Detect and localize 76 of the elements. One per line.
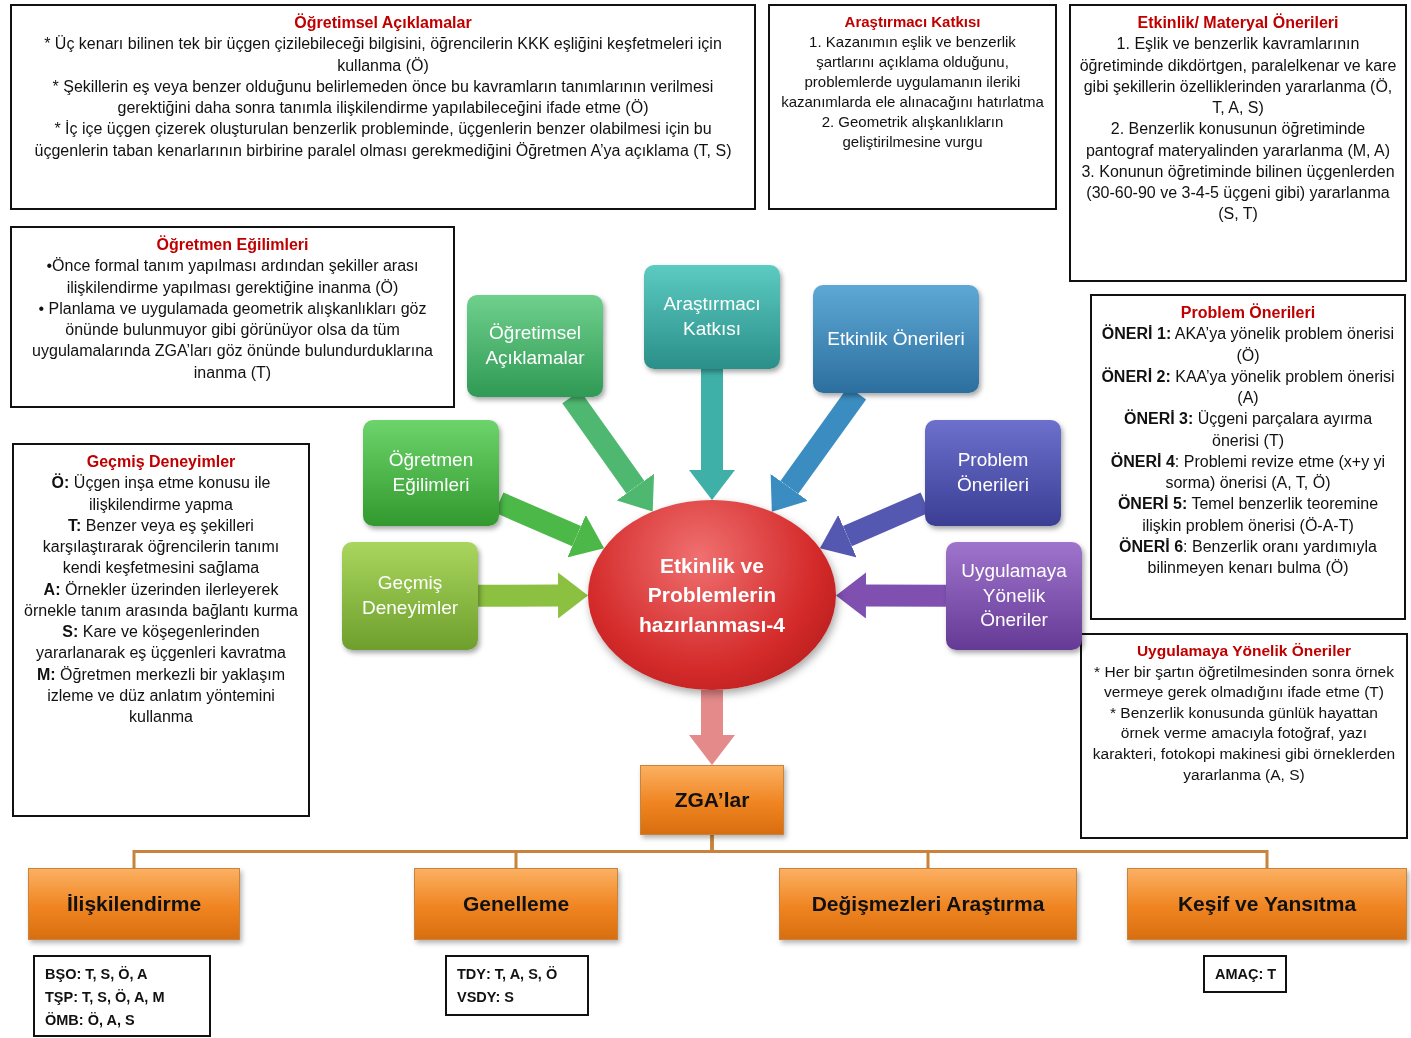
note-text: ÖNERİ 3: Üçgeni parçalara ayırma önerisi (T)	[1122, 408, 1374, 451]
note-text: T: Benzer veya eş şekilleri karşılaştırarak öğrencilerin tanımı kendi keşfetmesini sağlama	[41, 515, 281, 579]
code-box	[1203, 955, 1287, 993]
note-text: ÖNERİ 1: AKA’ya yönelik problem önerisi (Ö)	[1100, 323, 1396, 366]
category-label: Geçmiş Deneyimler	[360, 571, 460, 620]
category-box	[467, 295, 603, 397]
note-text: ÖNERİ 5: Temel benzerlik teoremine ilişkin problem önerisi (Ö-A-T)	[1116, 493, 1380, 536]
note-text: ÖNERİ 4: Problemi revize etme (x+y yi sorma) önerisi (A, T, Ö)	[1109, 451, 1387, 494]
process-label: ZGA’lar	[674, 788, 750, 812]
category-label: Etkinlik Önerileri	[827, 326, 965, 351]
block-arrow	[689, 369, 735, 500]
process-box	[779, 868, 1077, 940]
block-arrow	[836, 572, 946, 619]
note-heading: Etkinlik/ Materyal Önerileri	[1137, 12, 1339, 33]
category-label: Öğretimsel Açıklamalar	[484, 321, 586, 370]
note-text: ÖNERİ 2: KAA’ya yönelik problem önerisi (A)	[1100, 366, 1396, 409]
code-text: TDY: T, A, S, Ö	[457, 965, 558, 984]
process-box	[1127, 868, 1407, 940]
note-box	[12, 443, 310, 817]
category-box	[813, 285, 979, 393]
process-label: İlişkilendirme	[66, 892, 202, 916]
process-box	[640, 765, 784, 835]
category-box	[925, 420, 1061, 526]
category-label: Öğretmen Eğilimleri	[387, 448, 475, 497]
note-heading: Öğretimsel Açıklamalar	[294, 12, 472, 33]
category-label: Problem Önerileri	[956, 448, 1030, 497]
note-text: 2. Geometrik alışkanlıkların geliştirilmesine vurgu	[820, 111, 1005, 152]
code-box	[33, 955, 211, 1037]
central-label: Etkinlik ve Problemlerin hazırlanması-4	[638, 552, 786, 638]
category-label: Uygulamaya Yönelik Öneriler	[960, 558, 1068, 633]
note-text: * Şekillerin eş veya benzer olduğunu belirlemeden önce bu kavramların tanımlarının verilmesi gerektiğini daha sonra tanımla ilişkilendirme yapılabileceğini ifade etme (Ö)	[51, 76, 715, 119]
note-box	[1090, 294, 1406, 620]
note-text: 1. Eşlik ve benzerlik kavramlarının öğretiminde dikdörtgen, paralelkenar ve kare gibi şekillerin özelliklerinden yararlanma (Ö, T, A, S)	[1079, 34, 1397, 119]
note-heading: Öğretmen Eğilimleri	[156, 234, 309, 255]
note-text: 3. Konunun öğretiminde bilinen üçgenlerden (30-60-90 ve 3-4-5 üçgeni gibi) yararlanma (S, T)	[1080, 161, 1396, 225]
note-text: • Planlama ve uygulamada geometrik alışkanlıkları göz önünde bulunmuyor gibi görünüyor olsa da tüm uygulamalarında ZGA’ları göz önünde bulundurduklarına inanma (T)	[31, 298, 434, 383]
note-text: Ö: Üçgen inşa etme konusu ile ilişkilendirme yapma	[50, 472, 272, 515]
category-box	[946, 542, 1082, 650]
code-text: BŞO: T, S, Ö, A	[45, 965, 148, 984]
note-text: 2. Benzerlik konusunun öğretiminde pantograf materyalinden yararlanma (M, A)	[1084, 119, 1392, 161]
process-box	[28, 868, 240, 940]
note-box	[10, 4, 756, 210]
note-text: A: Örnekler üzerinden ilerleyerek örnekle tanım arasında bağlantı kurma	[23, 579, 299, 621]
process-label: Değişmezleri Araştırma	[811, 892, 1045, 916]
note-text: * Benzerlik konusunda günlük hayattan örnek verme amacıyla fotoğraf, yazı karakteri, fotokopi makinesi gibi örneklerden yararlanma (A, S)	[1091, 702, 1397, 785]
note-heading: Uygulamaya Yönelik Öneriler	[1136, 641, 1352, 661]
note-text: •Önce formal tanım yapılması ardından şekiller arası ilişkilendirme yapılması gerektiğine inanma (Ö)	[45, 256, 420, 298]
note-text: 1. Kazanımın eşlik ve benzerlik şartlarını açıklama olduğunu, problemlerde uygulamanın ileriki kazanımlarda ele alınacağını hatırlatma	[780, 31, 1045, 112]
category-box	[342, 542, 478, 650]
note-box	[1069, 4, 1407, 282]
block-arrow	[478, 572, 588, 619]
process-label: Genelleme	[462, 892, 570, 916]
category-label: Araştırmacı Katkısı	[662, 292, 762, 341]
note-heading: Geçmiş Deneyimler	[86, 452, 236, 472]
code-text: TŞP: T, S, Ö, A, M	[45, 988, 165, 1008]
note-heading: Araştırmacı Katkısı	[844, 12, 981, 32]
code-text: AMAÇ: T	[1215, 965, 1277, 984]
connector-line	[710, 835, 1269, 868]
note-text: S: Kare ve köşegenlerinden yararlanarak eş üçgenleri kavratma	[35, 622, 287, 664]
process-label: Keşif ve Yansıtma	[1177, 892, 1357, 916]
code-text: VSDY: S	[457, 988, 514, 1008]
category-box	[644, 265, 780, 369]
code-text: ÖMB: Ö, A, S	[45, 1011, 135, 1031]
note-text: * İç içe üçgen çizerek oluşturulan benzerlik probleminde, üçgenlerin benzer olabilmesi için bu üçgenlerin taban kenarlarının birbirine paralel olması gerekmediğini Öğretmen A’ya açıklama (T, S)	[33, 119, 733, 161]
note-heading: Problem Önerileri	[1180, 302, 1316, 323]
note-text: M: Öğretmen merkezli bir yaklaşım izleme ve düz anlatım yöntemini kullanma	[35, 664, 286, 728]
code-box	[445, 955, 589, 1016]
note-box	[10, 226, 455, 408]
note-text: ÖNERİ 6: Benzerlik oranı yardımıyla bilinmeyen kenarı bulma (Ö)	[1118, 536, 1378, 579]
note-text: * Üç kenarı bilinen tek bir üçgen çizilebileceği bilgisini, öğrencilerin KKK eşliğini keşfetmeleri için kullanma (Ö)	[43, 34, 723, 76]
block-arrow	[689, 690, 735, 765]
note-box	[768, 4, 1057, 210]
category-box	[363, 420, 499, 526]
process-box	[414, 868, 618, 940]
note-box	[1080, 633, 1408, 839]
note-text: * Her bir şartın öğretilmesinden sonra örnek vermeye gerek olmadığını ifade etme (T)	[1093, 661, 1395, 703]
